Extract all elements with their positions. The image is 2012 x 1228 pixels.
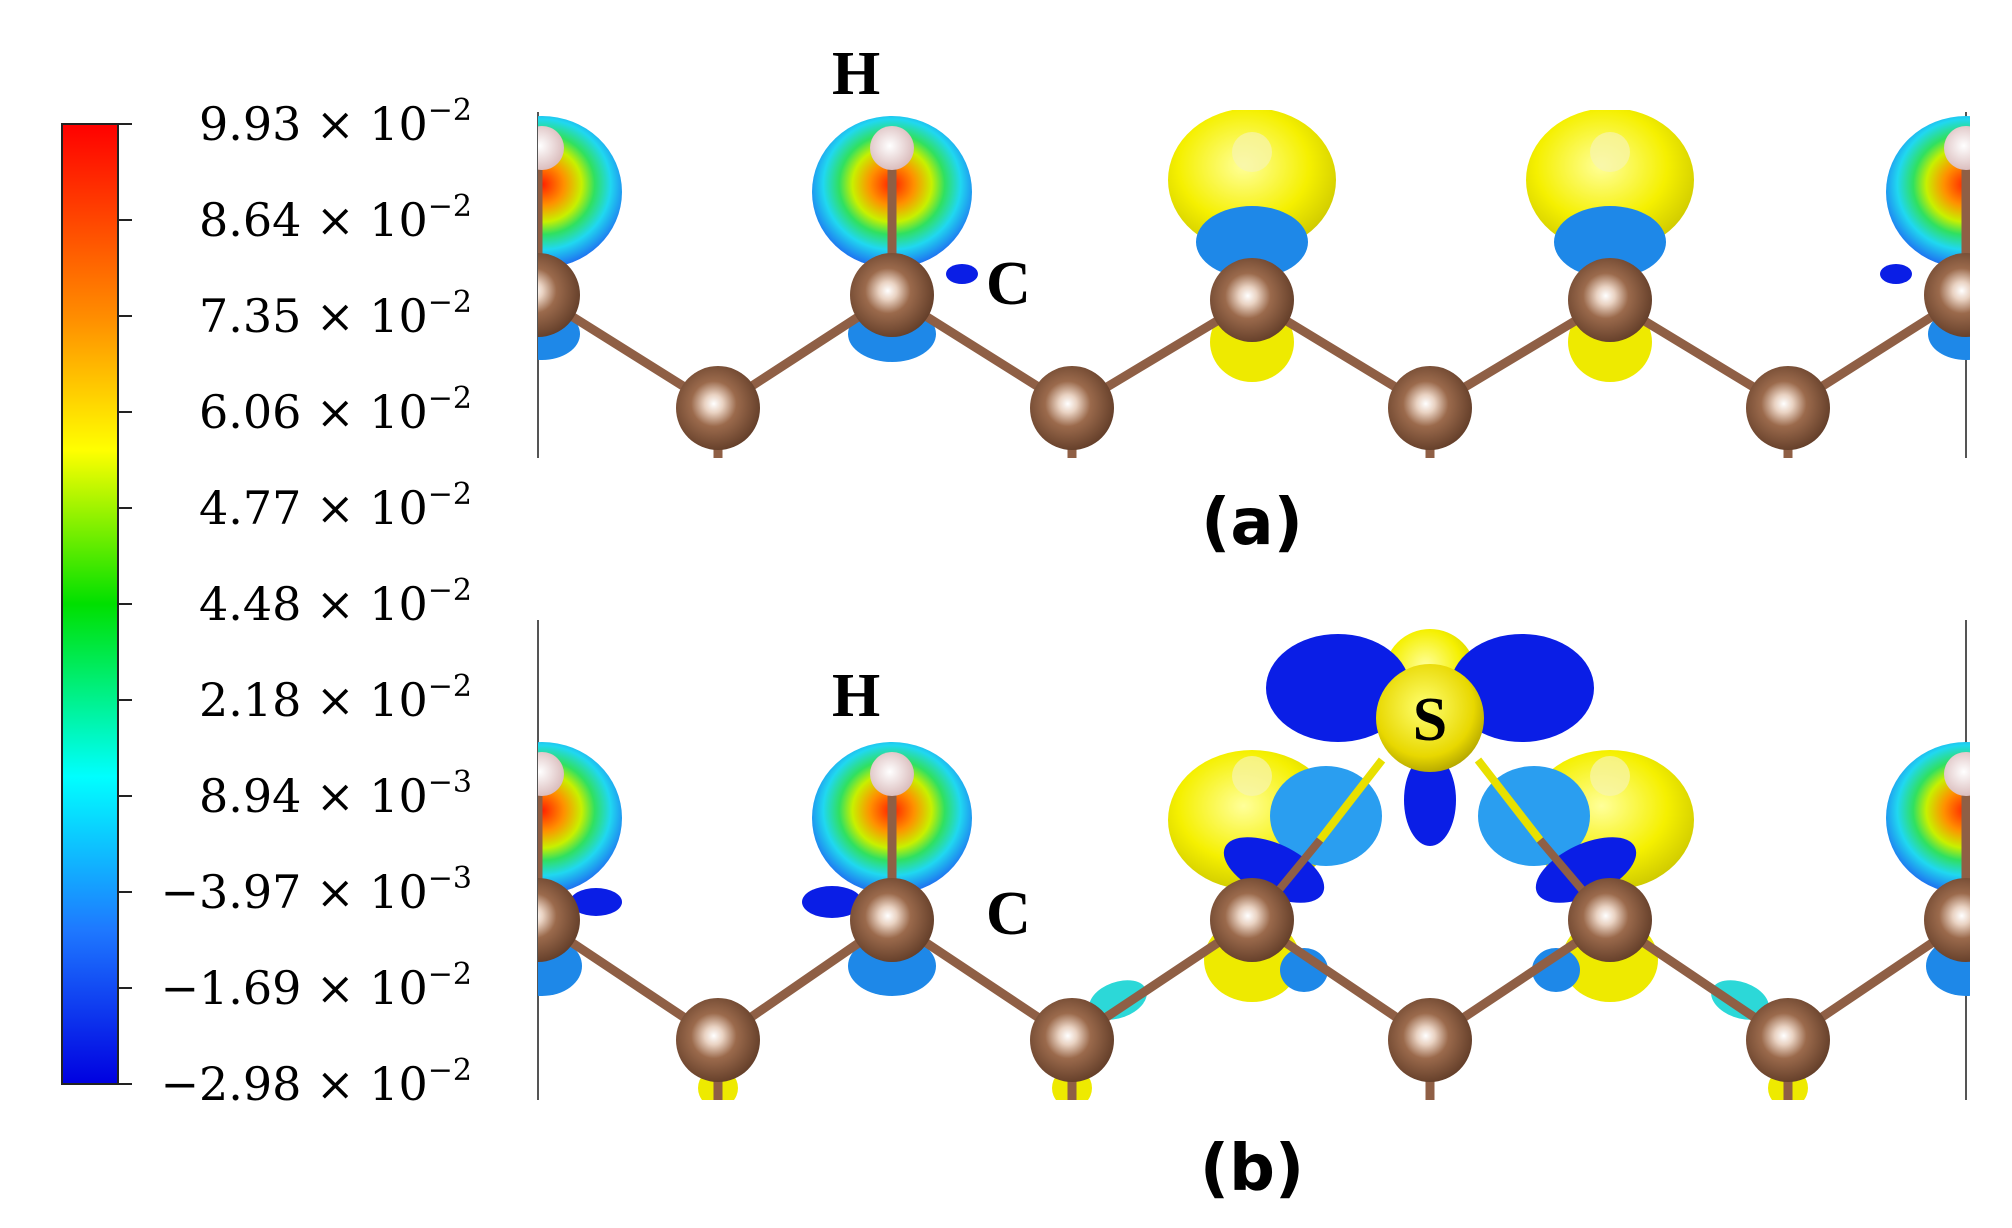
colorbar-tick-label: 4.48 × 10−2: [199, 573, 472, 631]
sulfur-atom: [1376, 664, 1484, 772]
colorbar-tick-label: 8.64 × 10−2: [199, 189, 472, 247]
carbon-label-a: C: [986, 250, 1031, 318]
isosurfaces-a: [538, 110, 1970, 458]
isosurfaces-b: [538, 629, 1970, 1100]
panel-b: H C S (b): [537, 620, 1970, 1206]
colorbar-tick-label: 7.35 × 10−2: [199, 285, 472, 343]
panel-label-a: (a): [1201, 486, 1303, 560]
sulfur-label: S: [1413, 686, 1447, 754]
colorbar-ticks: 9.93 × 10−2 8.64 × 10−2 7.35 × 10−2 6.06 × …: [118, 93, 472, 1111]
colorbar-tick-label: 8.94 × 10−3: [199, 765, 472, 823]
hydrogen-label-a: H: [832, 40, 880, 108]
colorbar-tick-label: 4.77 × 10−2: [199, 477, 472, 535]
panel-a: H C (a): [537, 40, 1970, 560]
hydrogen-label-b: H: [832, 662, 880, 730]
colorbar-tick-label: 6.06 × 10−2: [199, 381, 472, 439]
colorbar-tick-label: −2.98 × 10−2: [160, 1053, 472, 1111]
colorbar-tick-label: 2.18 × 10−2: [199, 669, 472, 727]
colorbar-gradient: [61, 123, 119, 1085]
colorbar-tick-label: −1.69 × 10−2: [160, 957, 472, 1015]
panel-label-b: (b): [1200, 1132, 1304, 1206]
carbon-label-b: C: [986, 880, 1031, 948]
colorbar-tick-label: −3.97 × 10−3: [160, 861, 472, 919]
colorbar-tick-label: 9.93 × 10−2: [199, 93, 472, 151]
colorbar: 9.93 × 10−2 8.64 × 10−2 7.35 × 10−2 6.06 × …: [61, 93, 472, 1111]
